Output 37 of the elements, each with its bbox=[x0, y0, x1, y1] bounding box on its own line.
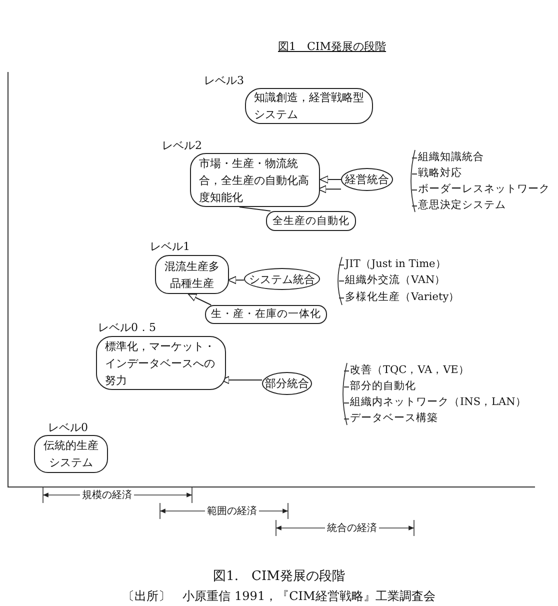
stage-box: 標準化，マーケット・インデータベースへの努力 bbox=[96, 336, 226, 390]
level-label: レベル1 bbox=[150, 240, 190, 253]
list-item: 組織内ネットワーク（INS，LAN） bbox=[350, 396, 526, 409]
level-label: レベル3 bbox=[204, 74, 244, 87]
callout-bubble: 全生産の自動化 bbox=[266, 211, 356, 231]
dimension-label: 規模の経済 bbox=[80, 489, 134, 502]
stage-box: 伝統的生産システム bbox=[34, 435, 108, 473]
stage-box: 混流生産多品種生産 bbox=[155, 255, 229, 294]
integration-oval: システム統合 bbox=[244, 268, 320, 290]
source-note: 〔出所〕 小原重信 1991，『CIM経営戦略』工業調査会 bbox=[122, 590, 436, 603]
list-item: 改善（TQC，VA，VE） bbox=[350, 364, 470, 377]
arrow bbox=[318, 185, 342, 194]
dimension-label: 範囲の経済 bbox=[205, 505, 259, 518]
list-item: 組織外交流（VAN） bbox=[345, 274, 446, 287]
list-item: データベース構築 bbox=[350, 412, 438, 425]
level-label: レベル0 bbox=[48, 421, 88, 434]
stage-box: 知識創造，経営戦略型システム bbox=[245, 88, 373, 124]
list-item: 部分的自動化 bbox=[350, 380, 416, 393]
callout-tail bbox=[238, 206, 271, 212]
list-item: 意思決定システム bbox=[418, 199, 506, 212]
level-label: レベル2 bbox=[162, 139, 202, 152]
list-item: ボーダーレスネットワーク bbox=[418, 183, 550, 196]
figure-caption: 図1. CIM発展の段階 bbox=[212, 570, 346, 583]
integration-oval: 経営統合 bbox=[341, 168, 393, 191]
figure-title: 図1 CIM発展の段階 bbox=[278, 40, 386, 53]
integration-oval: 部分統合 bbox=[262, 372, 312, 395]
stage-box: 市場・生産・物流統合，全生産の自動化高度知能化 bbox=[190, 153, 320, 207]
list-item: JIT（Just in Time） bbox=[345, 258, 446, 271]
list-item: 組織知識統合 bbox=[418, 151, 484, 164]
arrow bbox=[320, 175, 342, 184]
list-item: 多様化生産（Variety） bbox=[345, 291, 460, 304]
arrow bbox=[188, 294, 212, 306]
callout-bubble: 生・産・在庫の一体化 bbox=[205, 305, 327, 324]
level-label: レベル0．5 bbox=[98, 321, 156, 334]
dimension-label: 統合の経済 bbox=[325, 522, 379, 535]
arrow bbox=[228, 276, 244, 284]
list-item: 戦略対応 bbox=[418, 167, 462, 180]
